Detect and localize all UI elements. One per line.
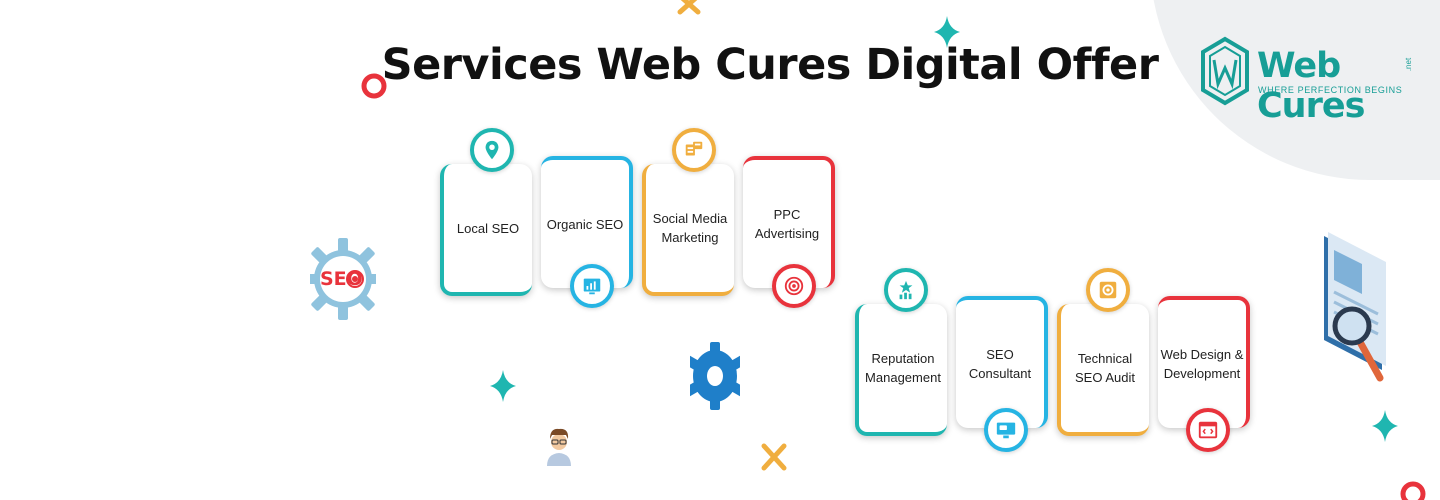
document-magnifier-icon	[1324, 232, 1386, 382]
service-label: Technical SEO Audit	[1075, 351, 1135, 385]
ring-decoration-icon	[1400, 481, 1426, 500]
service-card-social-media-marketing: Social Media Marketing	[642, 164, 734, 296]
seo-gear-label: SEO	[320, 268, 363, 290]
service-card-technical-seo-audit: Technical SEO Audit	[1057, 304, 1149, 436]
analytics-icon	[570, 264, 614, 308]
location-icon	[470, 128, 514, 172]
cog-icon	[690, 342, 740, 410]
service-label: SEO Consultant	[968, 347, 1032, 381]
web-cures-logo-icon	[1201, 36, 1249, 106]
ppc-target-icon	[772, 264, 816, 308]
service-card-local-seo: Local SEO	[440, 164, 532, 296]
sparkle-decoration-icon	[934, 16, 960, 48]
sparkle-decoration-icon	[490, 370, 516, 402]
page-title: Services Web Cures Digital Offer	[381, 40, 1159, 90]
service-card-reputation-management: Reputation Management	[855, 304, 947, 436]
avatar-icon	[547, 428, 571, 466]
cross-decoration-icon	[677, 0, 701, 15]
rating-chart-icon	[884, 268, 928, 312]
ring-decoration-icon	[361, 73, 387, 99]
service-label: Local SEO	[456, 220, 520, 236]
logo-name: Web Cures	[1257, 46, 1365, 126]
service-label: PPC Advertising	[754, 207, 820, 241]
service-label: Organic SEO	[546, 216, 624, 232]
sparkle-decoration-icon	[1372, 410, 1398, 442]
service-label: Social Media Marketing	[652, 211, 728, 245]
service-card-seo-consultant: SEO Consultant	[956, 296, 1048, 428]
browser-code-icon	[1186, 408, 1230, 452]
logo-tld: .net	[1404, 57, 1414, 72]
service-card-web-design-development: Web Design & Development	[1158, 296, 1250, 428]
seo-gear-icon	[310, 238, 376, 320]
service-label: Web Design & Development	[1160, 347, 1244, 381]
audit-gear-icon	[1086, 268, 1130, 312]
logo-tagline: WHERE PERFECTION BEGINS	[1258, 85, 1403, 95]
service-label: Reputation Management	[865, 351, 941, 385]
monitor-chat-icon	[984, 408, 1028, 452]
social-share-icon	[672, 128, 716, 172]
cross-decoration-icon	[761, 443, 787, 471]
